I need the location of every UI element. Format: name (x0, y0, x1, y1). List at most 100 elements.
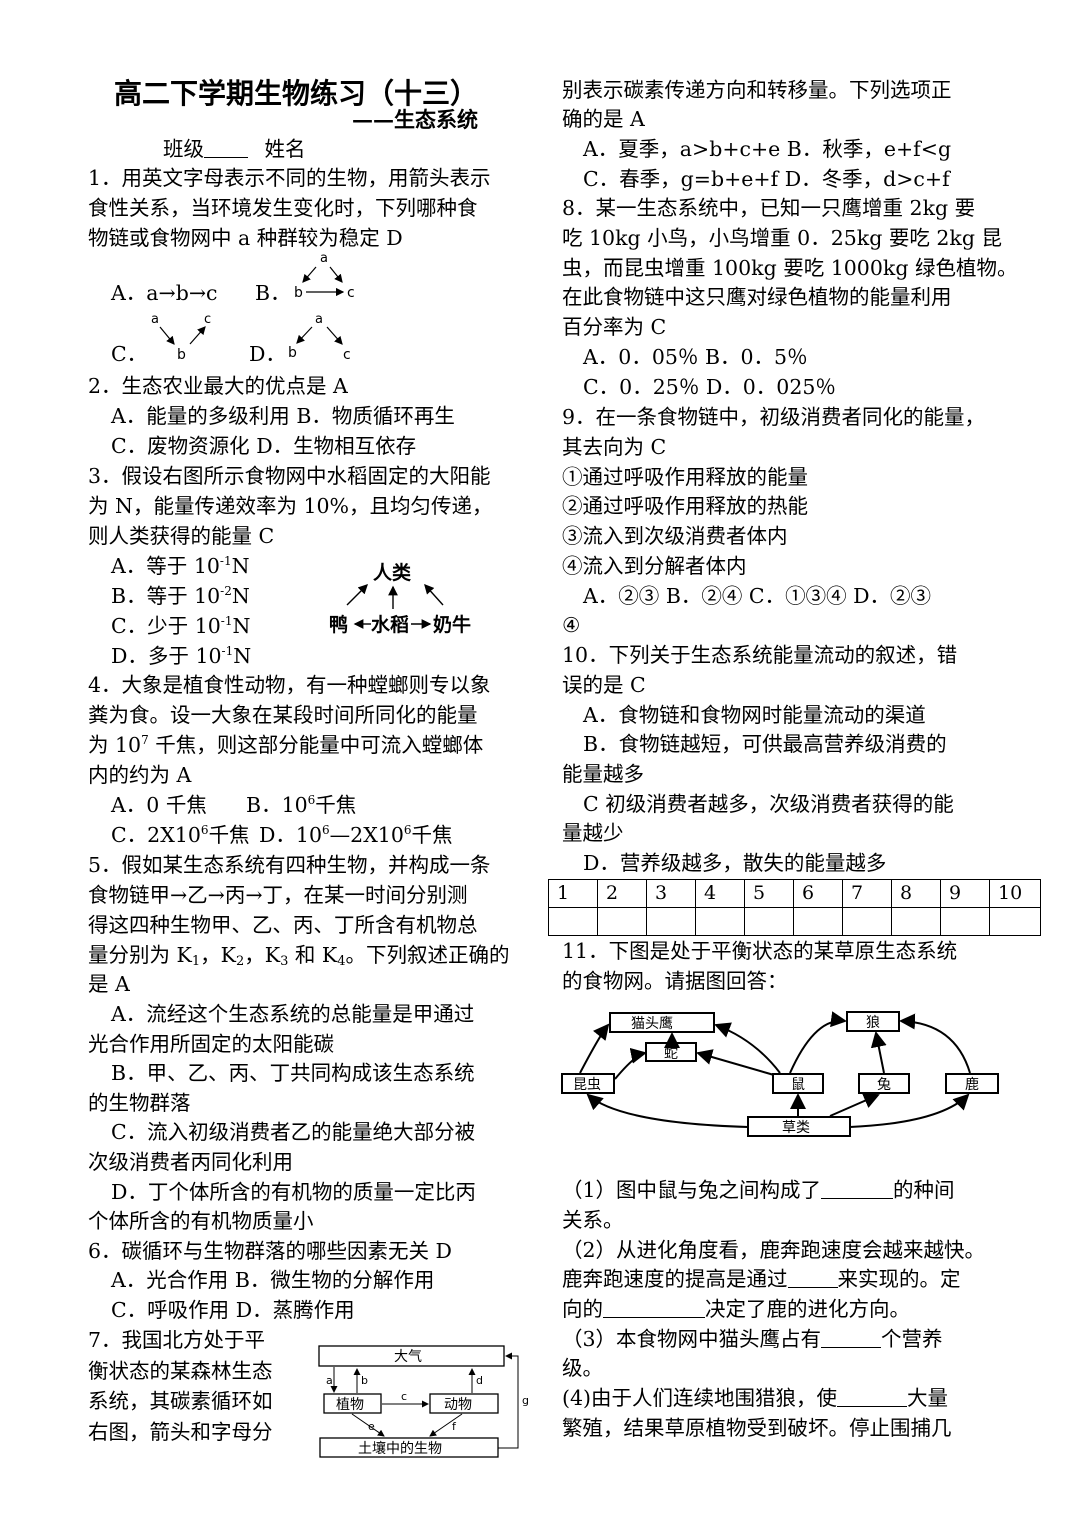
q5-option-c-2: 次级消费者丙同化利用 (88, 1150, 293, 1174)
q11-sub-3: （3）本食物网中猫头鹰占有个营养 (562, 1327, 943, 1351)
q7-label-a: a (326, 1374, 333, 1387)
q7-soil: 土壤中的生物 (358, 1440, 442, 1457)
q11-blank-2[interactable] (787, 1267, 838, 1288)
q7-label-b: b (361, 1374, 368, 1387)
q1-diagram-d: a b c (288, 312, 351, 363)
answer-cell[interactable] (989, 907, 1041, 936)
q9-line-1: 9．在一条食物链中，初级消费者同化的能量， (562, 405, 986, 429)
q5-line-4: 量分别为 K1，K2，K3 和 K4。下列叙述正确的 (88, 943, 510, 969)
q10-option-a: A．食物链和食物网时能量流动的渠道 (583, 703, 926, 727)
q1c-b: b (177, 347, 186, 363)
q5-line-1: 5．假如某生态系统有四种生物，并构成一条 (88, 853, 491, 877)
q9-item-2: ②通过呼吸作用释放的热能 (562, 494, 808, 518)
answer-table-header-row: 1 2 3 4 5 6 7 8 9 10 (548, 879, 1041, 908)
q11-food-web-diagram: 猫头鹰 狼 蛇 昆虫 鼠 兔 鹿 草类 (561, 1011, 999, 1137)
q3-option-b: B．等于 10-2N (111, 584, 250, 608)
q1-diagram-c: a c b (151, 312, 211, 363)
answer-cell[interactable] (842, 907, 892, 936)
q1-option-b: B． (255, 281, 291, 305)
answer-cell[interactable] (744, 907, 794, 936)
answer-header-cell: 4 (695, 879, 745, 908)
answer-header-cell: 1 (548, 879, 598, 908)
q5-option-b-1: B．甲、乙、丙、丁共同构成该生态系统 (111, 1061, 475, 1085)
q5-line-5: 是 A (88, 972, 130, 996)
q3-line-1: 3．假设右图所示食物网中水稻固定的大阳能 (88, 464, 491, 488)
q3-option-d: D．多于 10-1N (111, 644, 252, 668)
q3-human: 人类 (373, 561, 411, 584)
q1-line-3: 物链或食物网中 a 种群较为稳定 D (88, 226, 403, 250)
q5-option-a-2: 光合作用所固定的太阳能碳 (88, 1032, 334, 1056)
q1c-c: c (204, 312, 211, 327)
q10-option-c-2: 量越少 (562, 821, 624, 845)
q7-line-4: 右图，箭头和字母分 (88, 1420, 273, 1444)
q8-options-2: C．0．25％ D．0．025％ (583, 375, 836, 399)
q11-blank-5[interactable] (837, 1386, 908, 1407)
answer-header-cell: 3 (646, 879, 696, 908)
q5-option-d-2: 个体所含的有机物质量小 (88, 1209, 314, 1233)
answer-cell[interactable] (793, 907, 843, 936)
q11-grass: 草类 (782, 1120, 810, 1136)
answer-cell[interactable] (695, 907, 745, 936)
q4-option-b: B．106千焦 (246, 793, 357, 817)
answer-cell[interactable] (891, 907, 941, 936)
q7-plant: 植物 (336, 1397, 364, 1413)
q1-diagram-b: a b c (294, 251, 355, 301)
q7-atmosphere: 大气 (394, 1349, 422, 1365)
q3-cow: 奶牛 (433, 613, 471, 636)
q1-option-c: C． (111, 342, 148, 366)
q8-line-2: 吃 10kg 小鸟，小鸟增重 0．25kg 要吃 2kg 昆 (562, 226, 1002, 250)
q11-sub-2-line-2: 鹿奔跑速度的提高是通过来实现的。定 (562, 1267, 961, 1291)
q1d-a: a (315, 312, 323, 327)
answer-cell[interactable] (597, 907, 647, 936)
q7-label-g: g (522, 1394, 529, 1407)
q7-line-3: 系统，其碳素循环如 (88, 1389, 273, 1413)
q11-snake: 蛇 (664, 1046, 678, 1062)
q2-line-1: 2．生态农业最大的优点是 A (88, 374, 348, 398)
q7-line-1: 7．我国北方处于平 (88, 1328, 266, 1352)
q7-options-1: A．夏季，a>b+c+e B．秋季，e+f<g (583, 137, 952, 161)
q10-line-1: 10．下列关于生态系统能量流动的叙述，错 (562, 643, 958, 667)
answer-cell[interactable] (548, 907, 598, 936)
q4-option-c: C．2X106千焦 (111, 823, 250, 847)
q4-option-a: A．0 千焦 (111, 793, 207, 817)
answer-table: 1 2 3 4 5 6 7 8 9 10 (548, 879, 1041, 936)
answer-header-cell: 2 (597, 879, 647, 908)
q11-blank-4[interactable] (821, 1327, 882, 1348)
q2-line-2: A．能量的多级利用 B．物质循环再生 (111, 404, 455, 428)
q3-option-c: C．少于 10-1N (111, 614, 251, 638)
q5-option-b-2: 的生物群落 (88, 1091, 191, 1115)
q11-blank-1[interactable] (821, 1178, 894, 1199)
q1-diagrams: a b c a c b a b c (151, 251, 355, 363)
page-title: 高二下学期生物练习（十三） (114, 77, 479, 110)
q9-options-1: A．②③ B．②④ C．①③④ D．②③ (583, 584, 932, 608)
q7-line-6: 确的是 A (562, 107, 645, 131)
class-label: 班级 (163, 137, 204, 161)
q7-label-f: f (452, 1420, 457, 1433)
q11-sub-4-line-2: 繁殖，结果草原植物受到破坏。停止围捕几 (562, 1416, 952, 1440)
q7-label-c: c (401, 1390, 407, 1403)
q7-label-e: e (368, 1420, 375, 1433)
q3-line-2: 为 N，能量传递效率为 10%，且均匀传递， (88, 494, 493, 518)
class-name-line: 班级 姓名 (163, 134, 306, 164)
q1-option-d: D． (249, 342, 286, 366)
q1b-b: b (294, 285, 303, 301)
answer-header-cell: 6 (793, 879, 843, 908)
q11-insect: 昆虫 (573, 1077, 601, 1093)
q4-option-d: D．106—2X106千焦 (259, 823, 453, 847)
q11-sub-4: (4)由于人们连续地围猎狼，使大量 (562, 1386, 949, 1410)
page-subtitle: ——生态系统 (352, 107, 478, 132)
q11-rabbit: 兔 (877, 1077, 891, 1093)
q11-sub-3-line-2: 级。 (562, 1356, 603, 1380)
q5-option-c-1: C．流入初级消费者乙的能量绝大部分被 (111, 1120, 476, 1144)
class-blank[interactable] (204, 137, 248, 158)
answer-cell[interactable] (940, 907, 990, 936)
q8-line-1: 8．某一生态系统中，已知一只鹰增重 2kg 要 (562, 196, 976, 220)
q2-line-3: C．废物资源化 D．生物相互依存 (111, 434, 417, 458)
q1-option-a: A．a→b→c (111, 281, 218, 305)
q11-sub-1-line-2: 关系。 (562, 1208, 624, 1232)
q10-option-d: D．营养级越多，散失的能量越多 (583, 851, 887, 875)
q9-line-2: 其去向为 C (562, 435, 667, 459)
q10-option-b-1: B．食物链越短，可供最高营养级消费的 (583, 732, 947, 756)
answer-cell[interactable] (646, 907, 696, 936)
q11-blank-3[interactable] (603, 1297, 705, 1318)
